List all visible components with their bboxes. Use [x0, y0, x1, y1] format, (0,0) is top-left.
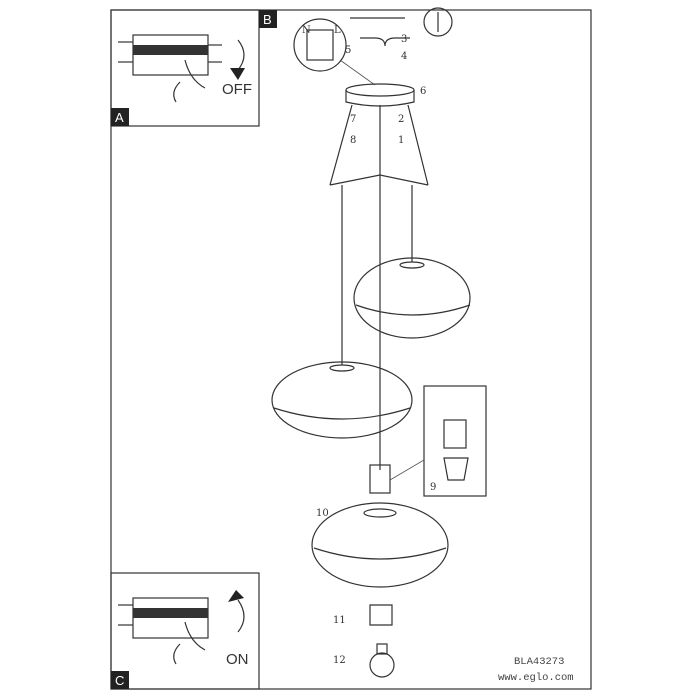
svg-text:11: 11: [333, 615, 346, 626]
socket-detail-box: [389, 385, 487, 497]
arrow-up-icon: [237, 599, 245, 633]
website-url: www.eglo.com: [498, 672, 574, 684]
mounting-bracket: [360, 37, 410, 47]
off-label: OFF: [222, 81, 252, 98]
svg-text:7: 7: [350, 114, 356, 125]
circuit-breaker-icon: [118, 34, 222, 103]
svg-text:10: 10: [316, 508, 329, 519]
light-bulb-icon: [369, 652, 395, 678]
svg-text:1: 1: [398, 135, 404, 146]
rattan-shade-middle: [271, 361, 413, 439]
step-markers: 3 4 5 6 7 2 8 1 9 10 11 12: [316, 34, 436, 666]
page-frame: [110, 9, 592, 690]
arrow-down-icon: [237, 39, 245, 71]
hand-icon: [173, 621, 206, 665]
on-label: ON: [226, 651, 249, 668]
rattan-shade-lower: [311, 502, 449, 588]
model-number: BLA43273: [514, 656, 564, 668]
shade-ring: [369, 604, 393, 626]
svg-text:2: 2: [398, 114, 404, 125]
svg-text:6: 6: [420, 86, 426, 97]
svg-text:4: 4: [401, 51, 407, 62]
screw-detail-icon: [423, 7, 453, 37]
panel-c-label: C: [115, 673, 124, 688]
svg-text:3: 3: [401, 34, 407, 45]
panel-a: OFF A: [110, 9, 260, 127]
svg-text:5: 5: [345, 45, 351, 56]
svg-text:9: 9: [430, 482, 436, 493]
hand-icon: [173, 59, 206, 103]
rattan-shade-upper: [353, 257, 471, 339]
svg-text:N: N: [302, 25, 311, 36]
canopy: [345, 83, 415, 97]
panel-c: ON C: [110, 572, 260, 690]
terminal-block-callout: N L: [293, 18, 376, 86]
panel-b-tag: [259, 10, 277, 28]
svg-text:8: 8: [350, 135, 356, 146]
panel-a-label: A: [115, 110, 124, 125]
panel-b-label: B: [263, 12, 272, 27]
svg-text:L: L: [334, 25, 341, 36]
svg-text:12: 12: [333, 655, 346, 666]
lamp-socket: [369, 464, 391, 494]
